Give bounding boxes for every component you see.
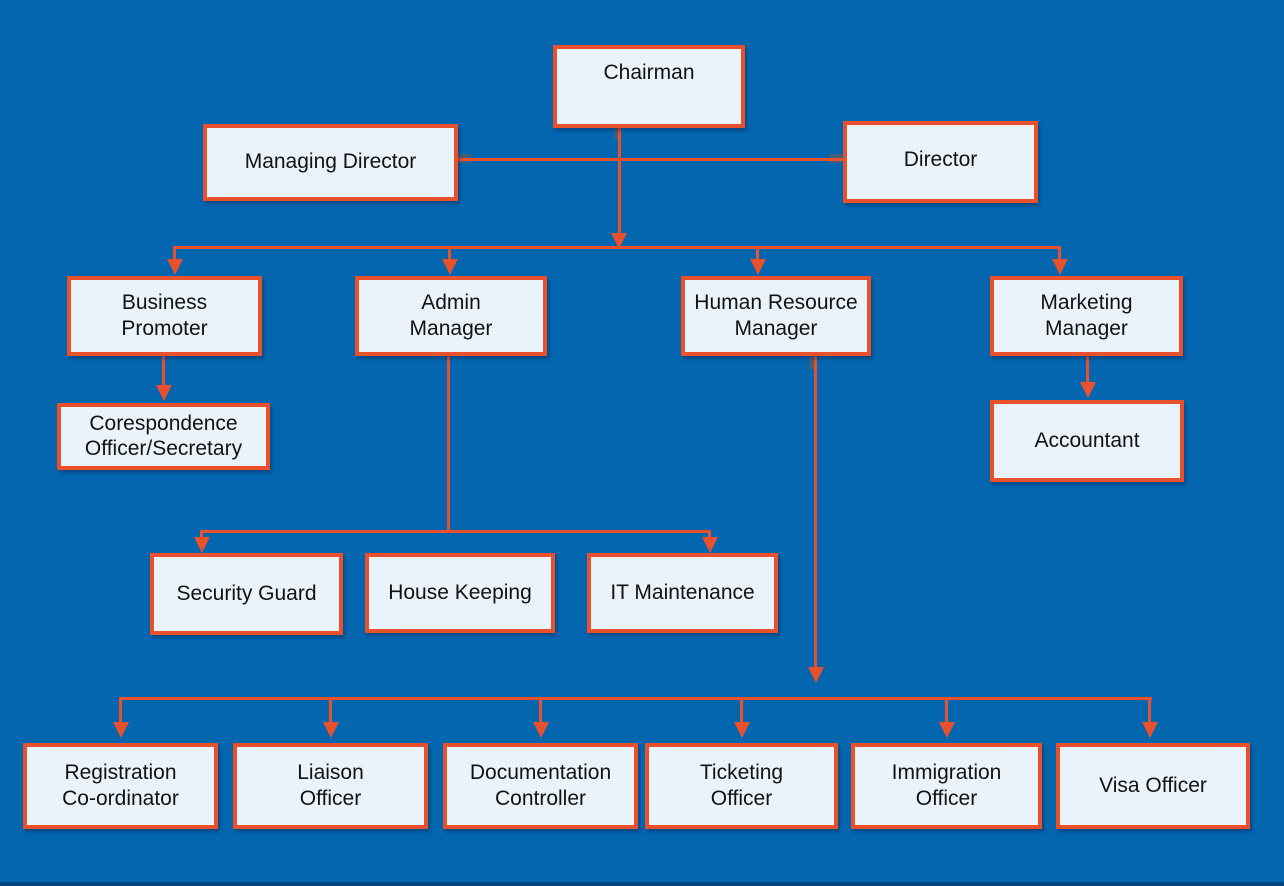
org-node-it-maintenance: IT Maintenance	[587, 553, 778, 633]
org-node-label: Documentation Controller	[469, 760, 612, 810]
arrowhead-down-icon	[611, 233, 627, 249]
arrowhead-down-icon	[1142, 722, 1158, 738]
org-node-label: Liaison Officer	[297, 760, 364, 810]
org-node-label: IT Maintenance	[610, 580, 755, 604]
arrowhead-down-icon	[734, 722, 750, 738]
connector-drop-registration	[119, 697, 122, 723]
org-node-label: Admin Manager	[409, 290, 493, 340]
connector-drop-hr-manager	[756, 246, 759, 260]
line-shadow-artifact	[809, 357, 814, 369]
connector-drop-visa	[1148, 697, 1151, 723]
arrowhead-down-icon	[808, 667, 824, 683]
connector-marketing-accountant	[1086, 356, 1089, 384]
org-node-marketing-manager: Marketing Manager	[990, 276, 1183, 356]
org-node-label: Ticketing Officer	[699, 760, 784, 810]
connector-admin-stem	[447, 356, 450, 533]
arrowhead-down-icon	[1080, 382, 1096, 398]
connector-drop-immigration	[945, 697, 948, 723]
line-shadow-artifact	[614, 128, 619, 139]
connector-drop-documentation	[539, 697, 542, 723]
connector-drop-admin-manager	[448, 246, 451, 260]
arrowhead-down-icon	[750, 259, 766, 275]
org-node-label: House Keeping	[388, 580, 532, 604]
connector-drop-marketing-manager	[1058, 246, 1061, 260]
connector-drop-ticketing	[740, 697, 743, 723]
org-node-label: Accountant	[1034, 428, 1140, 452]
arrowhead-down-icon	[113, 722, 129, 738]
arrowhead-down-icon	[1052, 259, 1068, 275]
org-node-label: Corespondence Officer/Secretary	[84, 411, 243, 460]
connector-hr-stem	[814, 356, 817, 668]
connector-bottom-bar	[119, 697, 1152, 700]
org-node-label: Chairman	[603, 61, 695, 84]
arrowhead-down-icon	[323, 722, 339, 738]
org-node-chairman: Chairman	[553, 45, 745, 128]
connector-level2-bar	[173, 246, 1061, 249]
org-node-label: Marketing Manager	[1040, 290, 1133, 340]
org-node-human-resource-manager: Human Resource Manager	[681, 276, 871, 356]
org-node-immigration-officer: Immigration Officer	[851, 743, 1042, 829]
org-node-label: Business Promoter	[121, 290, 208, 340]
connector-drop-business-promoter	[173, 246, 176, 260]
org-node-accountant: Accountant	[990, 400, 1184, 482]
org-node-label: Human Resource Manager	[694, 290, 858, 340]
org-node-correspondence-officer-secretary: Corespondence Officer/Secretary	[57, 403, 270, 470]
connector-drop-security-guard	[200, 530, 203, 539]
arrowhead-down-icon	[702, 537, 718, 553]
org-node-label: Visa Officer	[1099, 773, 1207, 797]
connector-admin-bar	[200, 530, 711, 533]
connector-drop-liaison	[329, 697, 332, 723]
org-node-registration-coordinator: Registration Co-ordinator	[23, 743, 218, 829]
connector-chairman-stem	[618, 128, 621, 249]
arrowhead-down-icon	[939, 722, 955, 738]
org-node-visa-officer: Visa Officer	[1056, 743, 1250, 829]
org-node-business-promoter: Business Promoter	[67, 276, 262, 356]
org-node-ticketing-officer: Ticketing Officer	[645, 743, 838, 829]
arrowhead-down-icon	[194, 537, 210, 553]
arrowhead-down-icon	[442, 259, 458, 275]
org-node-director: Director	[843, 121, 1038, 203]
org-node-label: Managing Director	[244, 150, 417, 174]
org-node-house-keeping: House Keeping	[365, 553, 555, 633]
connector-bp-correspondence	[162, 356, 165, 387]
org-node-label: Registration Co-ordinator	[62, 760, 179, 810]
arrowhead-down-icon	[156, 385, 172, 401]
arrowhead-down-icon	[533, 722, 549, 738]
connector-drop-it-maintenance	[708, 530, 711, 539]
connector-md-director	[458, 158, 843, 161]
org-node-label: Director	[903, 148, 978, 171]
arrowhead-down-icon	[167, 259, 183, 275]
bottom-edge-strip	[0, 882, 1284, 886]
org-node-managing-director: Managing Director	[203, 124, 458, 201]
org-node-liaison-officer: Liaison Officer	[233, 743, 428, 829]
org-node-documentation-controller: Documentation Controller	[443, 743, 638, 829]
org-node-label: Security Guard	[176, 581, 317, 605]
org-node-label: Immigration Officer	[891, 760, 1002, 810]
org-node-security-guard: Security Guard	[150, 553, 343, 635]
org-node-admin-manager: Admin Manager	[355, 276, 547, 356]
